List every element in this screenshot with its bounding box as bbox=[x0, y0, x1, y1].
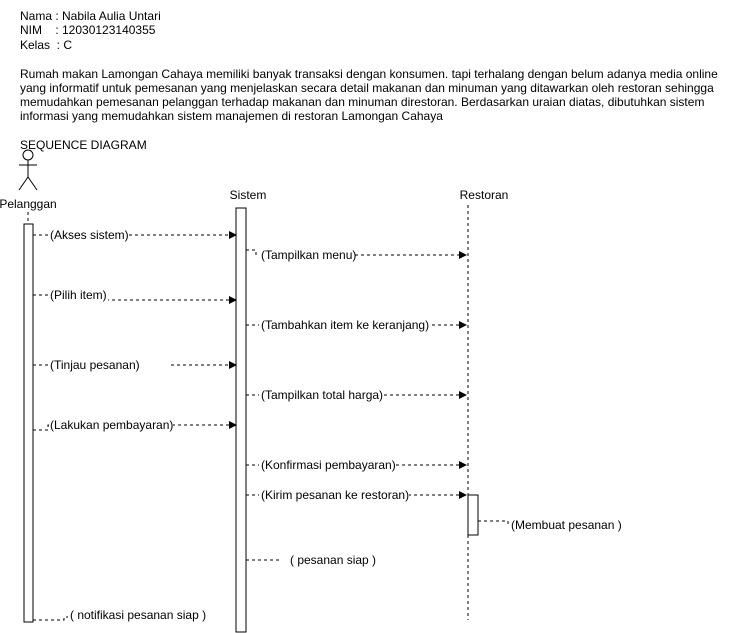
pelanggan-actor-icon bbox=[18, 149, 38, 191]
student-nim: NIM : 12030123140355 bbox=[20, 23, 156, 37]
sistem-label: Sistem bbox=[230, 188, 267, 202]
message-notifikasi-pesanan-siap: ( notifikasi pesanan siap ) bbox=[33, 608, 206, 622]
message-label: (Tampilkan menu) bbox=[261, 248, 356, 262]
message-label: (Konfirmasi pembayaran) bbox=[261, 458, 396, 472]
message-tinjau-pesanan: (Tinjau pesanan) bbox=[33, 358, 237, 372]
message-lakukan-pembayaran: (Lakukan pembayaran) bbox=[33, 418, 237, 432]
pelanggan-activation-bar bbox=[23, 223, 34, 623]
message-label: (Tambahkan item ke keranjang) bbox=[261, 318, 429, 332]
sistem-activation-bar bbox=[235, 207, 247, 633]
message-pesanan-siap: ( pesanan siap ) bbox=[246, 553, 376, 567]
message-tampilkan-total: (Tampilkan total harga) bbox=[246, 388, 467, 402]
message-label: (Pilih item) bbox=[50, 288, 107, 302]
message-pilih-item: (Pilih item) bbox=[33, 288, 237, 304]
message-akses-sistem: (Akses sistem) bbox=[33, 228, 237, 242]
message-konfirmasi-pembayaran: (Konfirmasi pembayaran) bbox=[246, 458, 467, 472]
case-description: Rumah makan Lamongan Cahaya memiliki ban… bbox=[20, 67, 718, 123]
message-label: (Tampilkan total harga) bbox=[261, 388, 383, 402]
message-tampilkan-menu: (Tampilkan menu) bbox=[246, 248, 467, 262]
restoran-activation-bar bbox=[467, 494, 479, 536]
message-kirim-pesanan: (Kirim pesanan ke restoran) bbox=[246, 488, 467, 502]
message-label: ( pesanan siap ) bbox=[290, 553, 376, 567]
diagram-title: SEQUENCE DIAGRAM bbox=[20, 138, 147, 152]
pelanggan-label: Pelanggan bbox=[0, 197, 57, 211]
restoran-label: Restoran bbox=[460, 188, 509, 202]
message-label: (Lakukan pembayaran) bbox=[50, 418, 173, 432]
student-class: Kelas : C bbox=[20, 38, 73, 52]
message-label: (Akses sistem) bbox=[50, 228, 129, 242]
message-label: (Kirim pesanan ke restoran) bbox=[261, 488, 409, 502]
message-tambahkan-item: (Tambahkan item ke keranjang) bbox=[246, 318, 467, 332]
message-label: ( notifikasi pesanan siap ) bbox=[70, 608, 206, 622]
message-label: (Membuat pesanan ) bbox=[511, 518, 622, 532]
student-name: Nama : Nabila Aulia Untari bbox=[20, 9, 161, 23]
message-membuat-pesanan: (Membuat pesanan ) bbox=[478, 518, 622, 532]
message-label: (Tinjau pesanan) bbox=[50, 358, 140, 372]
